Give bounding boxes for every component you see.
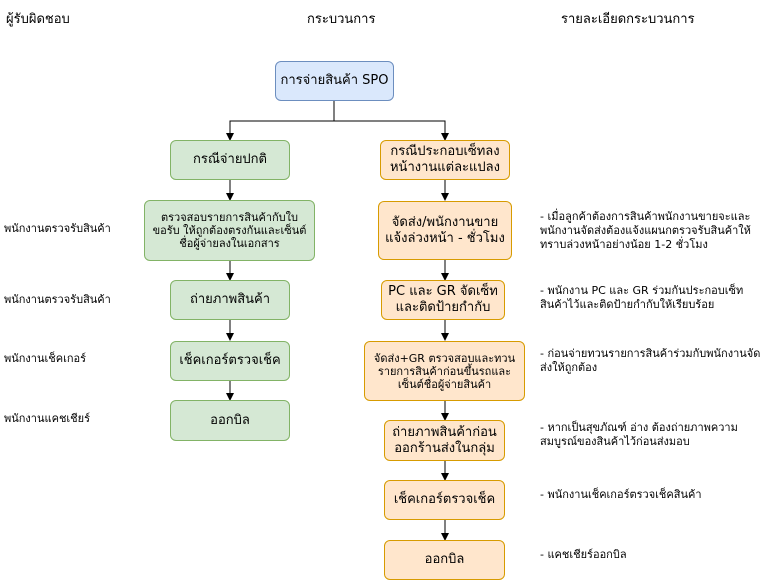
assembly-step-set: PC และ GR จัดเซ็ท และติดป้ายกำกับ [381, 280, 505, 320]
normal-step-bill: ออกบิล [170, 400, 290, 441]
detail-assemble-set: - พนักงาน PC และ GR ร่วมกันประกอบเซ็ทสิน… [540, 284, 744, 311]
assembly-step-set-label: PC และ GR จัดเซ็ท และติดป้ายกำกับ [388, 284, 498, 315]
start-node: การจ่ายสินค้า SPO [275, 61, 394, 101]
detail-cashier: - แคชเชียร์ออกบิล [540, 548, 627, 561]
assembly-branch-title: กรณีประกอบเซ็ทลงหน้างานแต่ละแปลง [380, 140, 510, 180]
detail-review-items: - ก่อนจ่ายทวนรายการสินค้าร่วมกับพนักงานจ… [540, 347, 761, 374]
assembly-step-photo: ถ่ายภาพสินค้าก่อนออกร้านส่งในกลุ่ม [384, 420, 505, 461]
assembly-step-verify: จัดส่ง+GR ตรวจสอบและทวนรายการสินค้าก่อนข… [364, 341, 525, 401]
assembly-branch-title-label: กรณีประกอบเซ็ทลงหน้างานแต่ละแปลง [389, 144, 500, 175]
normal-step-photo: ถ่ายภาพสินค้า [170, 280, 290, 320]
responsible-receiver-1: พนักงานตรวจรับสินค้า [4, 222, 111, 235]
assembly-step-checker: เช็คเกอร์ตรวจเช็ค [384, 480, 505, 520]
normal-step-verify-label: ตรวจสอบรายการสินค้ากับใบขอรับ ให้ถูกต้อง… [152, 211, 307, 250]
normal-step-checker: เช็คเกอร์ตรวจเช็ค [170, 341, 290, 381]
detail-photo-sanitary: - หากเป็นสุขภัณฑ์ อ่าง ต้องถ่ายภาพความสม… [540, 421, 738, 448]
normal-step-bill-label: ออกบิล [210, 412, 250, 428]
assembly-step-checker-label: เช็คเกอร์ตรวจเช็ค [393, 492, 496, 507]
header-details: รายละเอียดกระบวนการ [561, 12, 695, 27]
detail-checker: - พนักงานเช็คเกอร์ตรวจเช็คสินค้า [540, 488, 702, 501]
edge-to-normal [226, 120, 334, 141]
normal-step-photo-label: ถ่ายภาพสินค้า [189, 292, 271, 307]
normal-branch-title-label: กรณีจ่ายปกติ [192, 152, 267, 167]
assembly-step-bill-label: ออกบิล [424, 552, 465, 567]
normal-step-verify: ตรวจสอบรายการสินค้ากับใบขอรับ ให้ถูกต้อง… [144, 200, 315, 261]
normal-branch-title: กรณีจ่ายปกติ [170, 140, 290, 180]
header-process: กระบวนการ [307, 12, 376, 27]
header-responsible: ผู้รับผิดชอบ [6, 12, 70, 27]
assembly-step-photo-label: ถ่ายภาพสินค้าก่อนออกร้านส่งในกลุ่ม [392, 424, 497, 456]
assembly-step-notify: จัดส่ง/พนักงานขาย แจ้งล่วงหน้า - ชั่วโมง [378, 201, 512, 260]
assembly-step-notify-label: จัดส่ง/พนักงานขาย แจ้งล่วงหน้า - ชั่วโมง [385, 214, 505, 246]
assembly-step-bill: ออกบิล [384, 540, 505, 580]
responsible-checker: พนักงานเช็คเกอร์ [4, 352, 87, 365]
detail-advance-notice: - เมื่อลูกค้าต้องการสินค้าพนักงานขายจะแล… [540, 210, 751, 251]
start-node-label: การจ่ายสินค้า SPO [280, 73, 389, 88]
responsible-cashier: พนักงานแคชเชียร์ [4, 412, 90, 425]
edge-to-assembly [334, 120, 449, 141]
normal-step-checker-label: เช็คเกอร์ตรวจเช็ค [179, 353, 281, 368]
responsible-receiver-2: พนักงานตรวจรับสินค้า [4, 293, 111, 306]
assembly-step-verify-label: จัดส่ง+GR ตรวจสอบและทวนรายการสินค้าก่อนข… [373, 351, 516, 391]
